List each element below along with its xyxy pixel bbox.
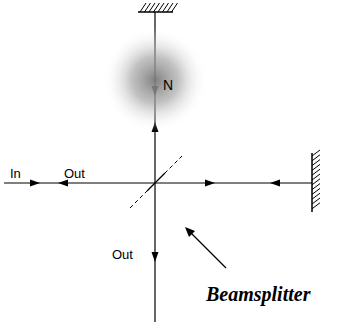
medium-label: N [163,78,173,92]
output-label: Out [112,248,133,261]
beamsplitter-plate [147,173,165,191]
leader-line [190,232,226,268]
density-cloud: N [103,28,207,132]
output-label: Out [64,167,85,180]
cloud-shape [103,28,207,132]
component-label: Beamsplitter [206,284,310,304]
input-label: In [10,167,21,180]
horizontal-beam [4,182,312,183]
beamsplitter-dashed [130,156,182,208]
leader-arrowhead [185,227,195,237]
